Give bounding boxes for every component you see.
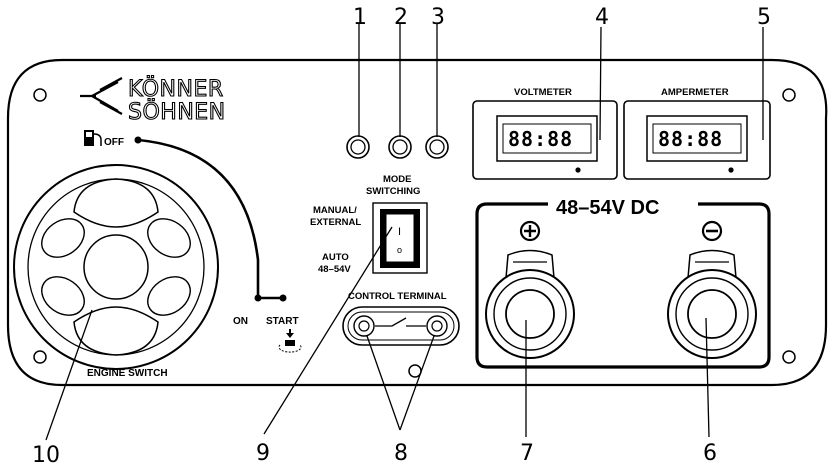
engine-switch-off-dot [134, 136, 142, 144]
control-terminal-label: CONTROL TERMINAL [348, 291, 447, 302]
screw-hole-bottom-left [33, 350, 47, 364]
engine-switch-knob[interactable] [13, 164, 219, 370]
plus-symbol-icon [519, 220, 541, 242]
ampermeter-label: AMPERMETER [661, 87, 729, 98]
callout-1: 1 [353, 5, 367, 30]
engine-switch-caption: ENGINE SWITCH [87, 368, 168, 379]
callout-7: 7 [520, 441, 534, 466]
control-terminal[interactable] [342, 306, 460, 346]
indicator-lamp-2 [388, 135, 412, 159]
mode-switch-option-1-line-2: EXTERNAL [310, 217, 361, 228]
key-turn-icon [278, 329, 302, 353]
brand-logo-mark [80, 77, 123, 115]
callout-9: 9 [256, 441, 270, 466]
brand-line-1: KÖNNER [128, 76, 224, 102]
engine-switch-on-label: ON [233, 316, 248, 327]
dc-output-label: 48–54V DC [556, 197, 659, 219]
callout-4: 4 [595, 5, 609, 30]
minus-symbol-icon [701, 220, 723, 242]
dc-positive-socket[interactable] [485, 249, 575, 359]
callout-8: 8 [394, 441, 408, 466]
engine-switch-off-label: OFF [104, 137, 124, 148]
screw-hole-top-left [33, 88, 47, 102]
screw-hole-bottom-right [782, 350, 796, 364]
callout-3: 3 [431, 5, 445, 30]
callout-6: 6 [703, 441, 717, 466]
voltmeter-panel: VOLTMETER 88:88 [472, 87, 618, 180]
dc-negative-socket[interactable] [667, 249, 757, 359]
indicator-lamp-3 [425, 135, 449, 159]
mode-switch-option-2-line-2: 48–54V [318, 264, 351, 275]
mode-switch-title-line-1: MODE [383, 174, 412, 185]
callout-5: 5 [757, 5, 771, 30]
callout-10: 10 [32, 443, 60, 468]
screw-hole-top-right [782, 88, 796, 102]
mode-switch-title-line-2: SWITCHING [366, 186, 420, 197]
brand-logo: KÖNNER SÖHNEN [80, 75, 226, 126]
rocker-on-mark: I [398, 226, 401, 238]
brand-line-2: SÖHNEN [128, 99, 226, 125]
ampermeter-panel: AMPERMETER 88:88 [623, 87, 771, 180]
fuel-pump-icon [84, 130, 102, 146]
voltmeter-display: 88:88 [508, 127, 573, 151]
callout-leaders [45, 24, 764, 441]
indicator-lamp-1 [346, 135, 370, 159]
rocker-off-mark: o [397, 245, 402, 255]
voltmeter-label: VOLTMETER [514, 87, 572, 98]
callout-2: 2 [394, 5, 408, 30]
engine-switch-arc [137, 138, 260, 298]
mode-switch-option-1-line-1: MANUAL/ [313, 205, 357, 216]
engine-switch-start-dot [279, 294, 287, 302]
dc-output-frame [475, 202, 771, 369]
ampermeter-display: 88:88 [658, 127, 723, 151]
mode-switch-option-2-line-1: AUTO [322, 252, 349, 263]
engine-switch-start-label: START [266, 316, 299, 327]
mode-rocker-switch[interactable]: I o [372, 202, 428, 274]
